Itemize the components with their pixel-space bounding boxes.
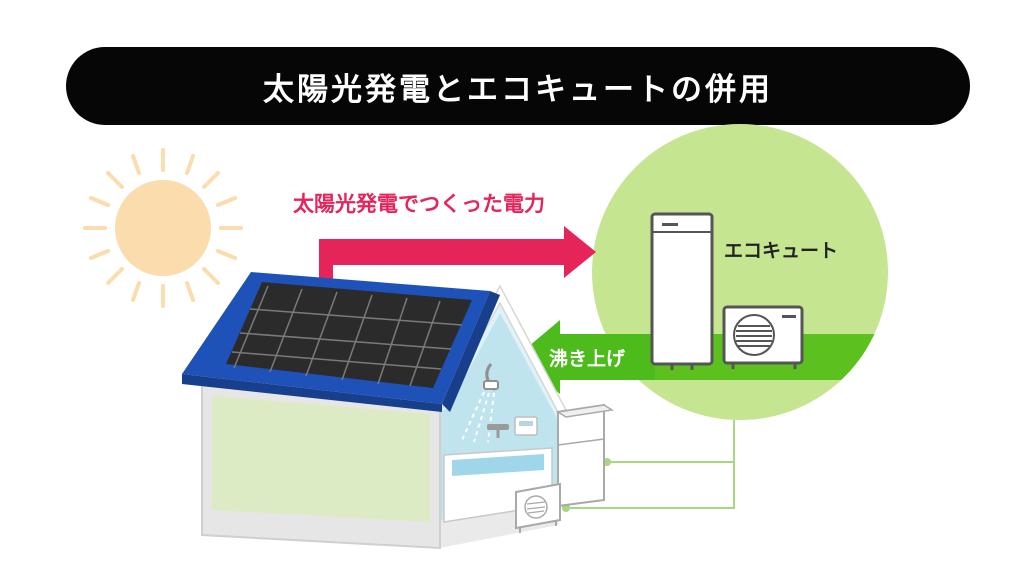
- ecocute-label: エコキュート: [724, 240, 838, 262]
- ecocute-heat-pump: [722, 305, 804, 369]
- shower-icon: [461, 363, 509, 443]
- bath-control-panel: [514, 416, 538, 436]
- solar-panel: [226, 282, 472, 388]
- boil-up-arrow: [516, 320, 655, 394]
- boil-up-label: 沸き上げ: [549, 347, 626, 370]
- house-tank-unit: [555, 403, 615, 508]
- sun-rays: [83, 148, 243, 308]
- ecocute-tank-unit: [650, 212, 714, 370]
- solar-power-label: 太陽光発電でつくった電力: [293, 192, 545, 216]
- house-window: [212, 396, 430, 522]
- house: [182, 272, 568, 550]
- sun-disc: [115, 180, 211, 276]
- solar-power-arrow: [319, 226, 596, 285]
- house-heat-pump: [515, 482, 561, 533]
- connection-cables: [566, 420, 735, 509]
- title-banner: 太陽光発電とエコキュートの併用: [66, 47, 970, 125]
- page-title: 太陽光発電とエコキュートの併用: [263, 71, 773, 108]
- sun-icon: [83, 148, 243, 308]
